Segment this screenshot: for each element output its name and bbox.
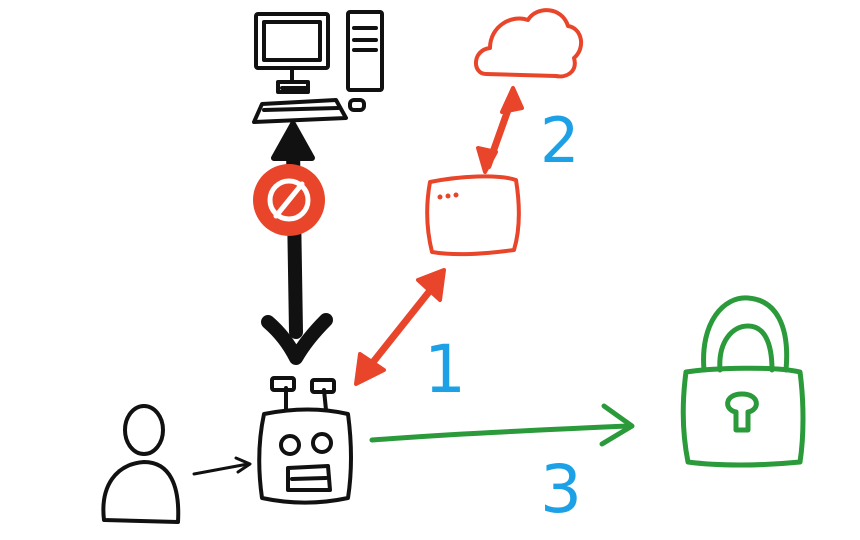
user-icon bbox=[101, 404, 181, 524]
step-2-label: 2 bbox=[540, 104, 579, 177]
blocked-connection-arrow bbox=[261, 121, 333, 365]
padlock-icon bbox=[680, 295, 806, 468]
robot-icon bbox=[257, 376, 353, 505]
cloud-icon bbox=[474, 8, 584, 79]
desktop-computer-icon bbox=[252, 10, 384, 124]
robot-lock-arrow bbox=[369, 403, 635, 447]
cloud-server-arrow bbox=[476, 86, 524, 174]
user-robot-arrow bbox=[192, 456, 252, 476]
server-window-icon bbox=[425, 174, 521, 257]
step-1-label: 1 bbox=[424, 331, 466, 408]
robot-server-arrow bbox=[354, 268, 446, 386]
step-3-label: 3 bbox=[540, 451, 582, 528]
no-entry-icon bbox=[253, 164, 325, 236]
